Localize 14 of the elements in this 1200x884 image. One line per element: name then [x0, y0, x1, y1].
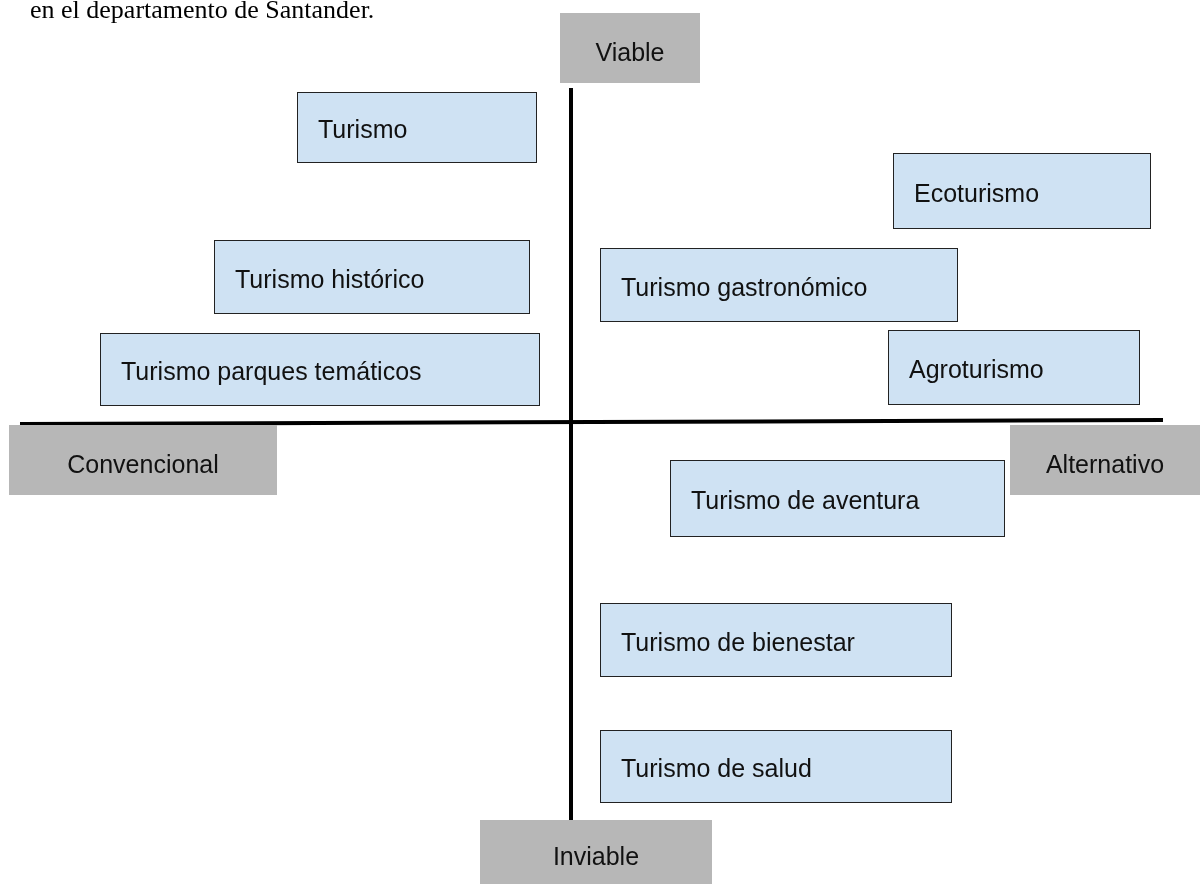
- tourism-type-box: Agroturismo: [888, 330, 1140, 405]
- tourism-type-box: Turismo: [297, 92, 537, 163]
- tourism-type-box: Turismo de salud: [600, 730, 952, 803]
- tourism-type-box: Turismo de aventura: [670, 460, 1005, 537]
- axis-end-label: Inviable: [480, 820, 712, 884]
- axis-end-label: Viable: [560, 13, 700, 83]
- tourism-type-box: Ecoturismo: [893, 153, 1151, 229]
- tourism-type-box: Turismo histórico: [214, 240, 530, 314]
- tourism-type-box: Turismo de bienestar: [600, 603, 952, 677]
- note-text: en el departamento de Santander.: [30, 0, 375, 25]
- tourism-type-box: Turismo gastronómico: [600, 248, 958, 322]
- axis-end-label: Convencional: [9, 425, 277, 495]
- tourism-type-box: Turismo parques temáticos: [100, 333, 540, 406]
- axis-end-label: Alternativo: [1010, 425, 1200, 495]
